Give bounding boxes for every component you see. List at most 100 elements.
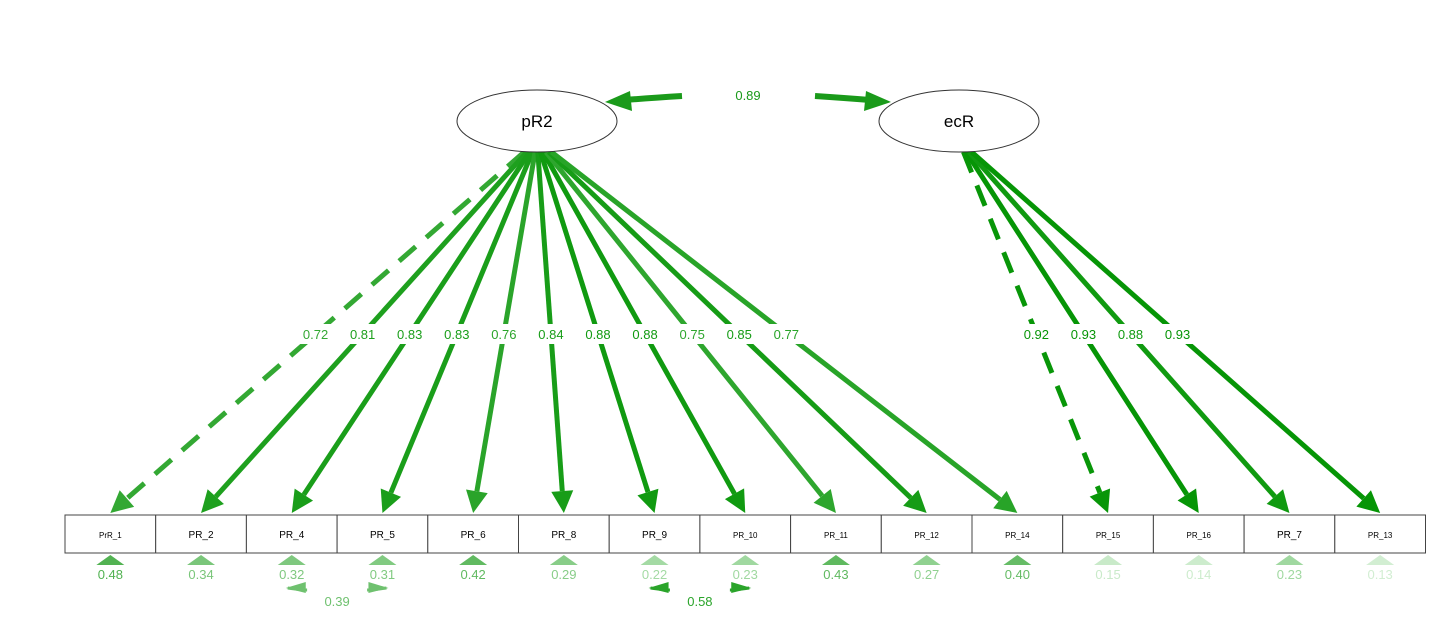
residual-label: 0.14 — [1186, 567, 1211, 582]
loading-arrowhead — [380, 488, 402, 513]
loading-line-pR2-PR_9 — [538, 151, 651, 493]
residual-arrowhead — [821, 555, 850, 565]
indicator-label: PR_14 — [1005, 531, 1030, 540]
residual-arrowhead — [1094, 555, 1123, 565]
indicator-label: PR_16 — [1187, 531, 1212, 540]
residual-arrowhead — [187, 555, 216, 565]
loading-label-bg — [581, 324, 616, 344]
loading-arrowhead — [1177, 488, 1199, 513]
loading-label: 0.93 — [1071, 327, 1096, 342]
indicator-label: PR_10 — [733, 531, 758, 540]
indicator-box — [790, 514, 882, 554]
loading-label: 0.76 — [491, 327, 516, 342]
indicator-label: PR_7 — [1277, 530, 1302, 541]
residual-label: 0.42 — [460, 567, 485, 582]
residual-covariance-arrowhead-left — [648, 582, 669, 593]
loading-arrowhead — [110, 490, 135, 513]
residual-label: 0.15 — [1095, 567, 1120, 582]
residual-covariance-arrowhead-left — [285, 582, 306, 593]
loading-label: 0.81 — [350, 327, 375, 342]
residual-label: 0.23 — [733, 567, 758, 582]
loading-label: 0.75 — [680, 327, 705, 342]
indicator-label: PR_11 — [824, 531, 848, 540]
covariance-arrowhead-left — [605, 91, 632, 111]
loading-arrowhead — [1356, 490, 1381, 513]
loading-label: 0.77 — [774, 327, 799, 342]
loading-line-ecR-PR_15 — [961, 151, 1103, 494]
residual-covariance-arrowhead-right — [731, 582, 752, 593]
loading-arrowhead — [993, 490, 1018, 513]
loading-label: 0.92 — [1024, 327, 1049, 342]
loading-line-pR2-PR_4 — [301, 150, 532, 497]
indicator-label: PR_12 — [914, 531, 939, 540]
loading-label-bg — [1066, 324, 1101, 344]
loading-label-bg — [298, 324, 333, 344]
loading-label: 0.88 — [1118, 327, 1143, 342]
residual-arrowhead — [1366, 555, 1395, 565]
loading-label: 0.88 — [585, 327, 610, 342]
residual-label: 0.43 — [823, 567, 848, 582]
indicator-label: PR_15 — [1096, 531, 1121, 540]
loading-label-bg — [486, 324, 521, 344]
loading-arrowhead — [1266, 489, 1290, 513]
residual-arrowhead — [731, 555, 760, 565]
loading-label: 0.72 — [303, 327, 328, 342]
loading-label: 0.83 — [444, 327, 469, 342]
latent-label: pR2 — [521, 112, 552, 131]
covariance-arrowhead-right — [864, 91, 891, 111]
covariance-label: 0.89 — [735, 88, 760, 103]
loading-line-pR2-PR_11 — [544, 150, 825, 498]
indicator-label: PR_9 — [642, 530, 667, 541]
indicator-box — [64, 514, 157, 554]
indicator-box — [427, 514, 519, 554]
residual-label: 0.31 — [370, 567, 395, 582]
indicator-label: PrR_1 — [99, 531, 122, 540]
latent-covariance: 0.89 — [605, 88, 891, 111]
loading-arrowhead — [201, 489, 224, 513]
indicator-label: PR_2 — [189, 530, 214, 541]
loading-arrowhead — [637, 488, 659, 513]
indicator-box — [336, 514, 429, 554]
residual-arrowhead — [1275, 555, 1304, 565]
indicator-box — [1334, 514, 1427, 554]
loading-label-bg — [533, 324, 568, 344]
residual-label: 0.22 — [642, 567, 667, 582]
residual-arrowhead — [277, 555, 306, 565]
indicator-box — [1243, 514, 1336, 554]
loading-label-bg — [675, 324, 710, 344]
indicator-label: PR_13 — [1368, 531, 1393, 540]
loading-label-bg — [1160, 324, 1195, 344]
loading-label-bg — [345, 324, 380, 344]
residual-label: 0.48 — [98, 567, 123, 582]
loading-arrowhead — [1089, 488, 1111, 513]
residual-arrowhead — [912, 555, 941, 565]
loading-arrowhead — [291, 488, 314, 513]
loading-label-bg — [1019, 324, 1054, 344]
indicator-box — [518, 514, 610, 554]
residual-covariance-label: 0.58 — [687, 594, 712, 609]
loading-line-ecR-PR_16 — [964, 150, 1189, 496]
residual-label: 0.13 — [1367, 567, 1392, 582]
residual-arrowhead — [1184, 555, 1213, 565]
residual-label: 0.40 — [1005, 567, 1030, 582]
loading-label-bg — [722, 324, 757, 344]
loading-label: 0.85 — [727, 327, 752, 342]
indicator-box — [1062, 514, 1154, 554]
residual-label: 0.23 — [1277, 567, 1302, 582]
loading-label-bg — [392, 324, 427, 344]
indicator-label: PR_8 — [551, 530, 576, 541]
indicator-label: PR_4 — [279, 530, 304, 541]
residual-arrowhead — [96, 555, 125, 565]
indicator-box — [245, 514, 338, 554]
residual-label: 0.29 — [551, 567, 576, 582]
residual-covariance-arrowhead-right — [368, 582, 389, 593]
residual-label: 0.27 — [914, 567, 939, 582]
loading-arrowhead — [724, 488, 746, 513]
latent-ellipse-ecR — [878, 89, 1040, 153]
loading-arrowhead — [903, 489, 927, 513]
residual-arrowhead — [549, 555, 578, 565]
